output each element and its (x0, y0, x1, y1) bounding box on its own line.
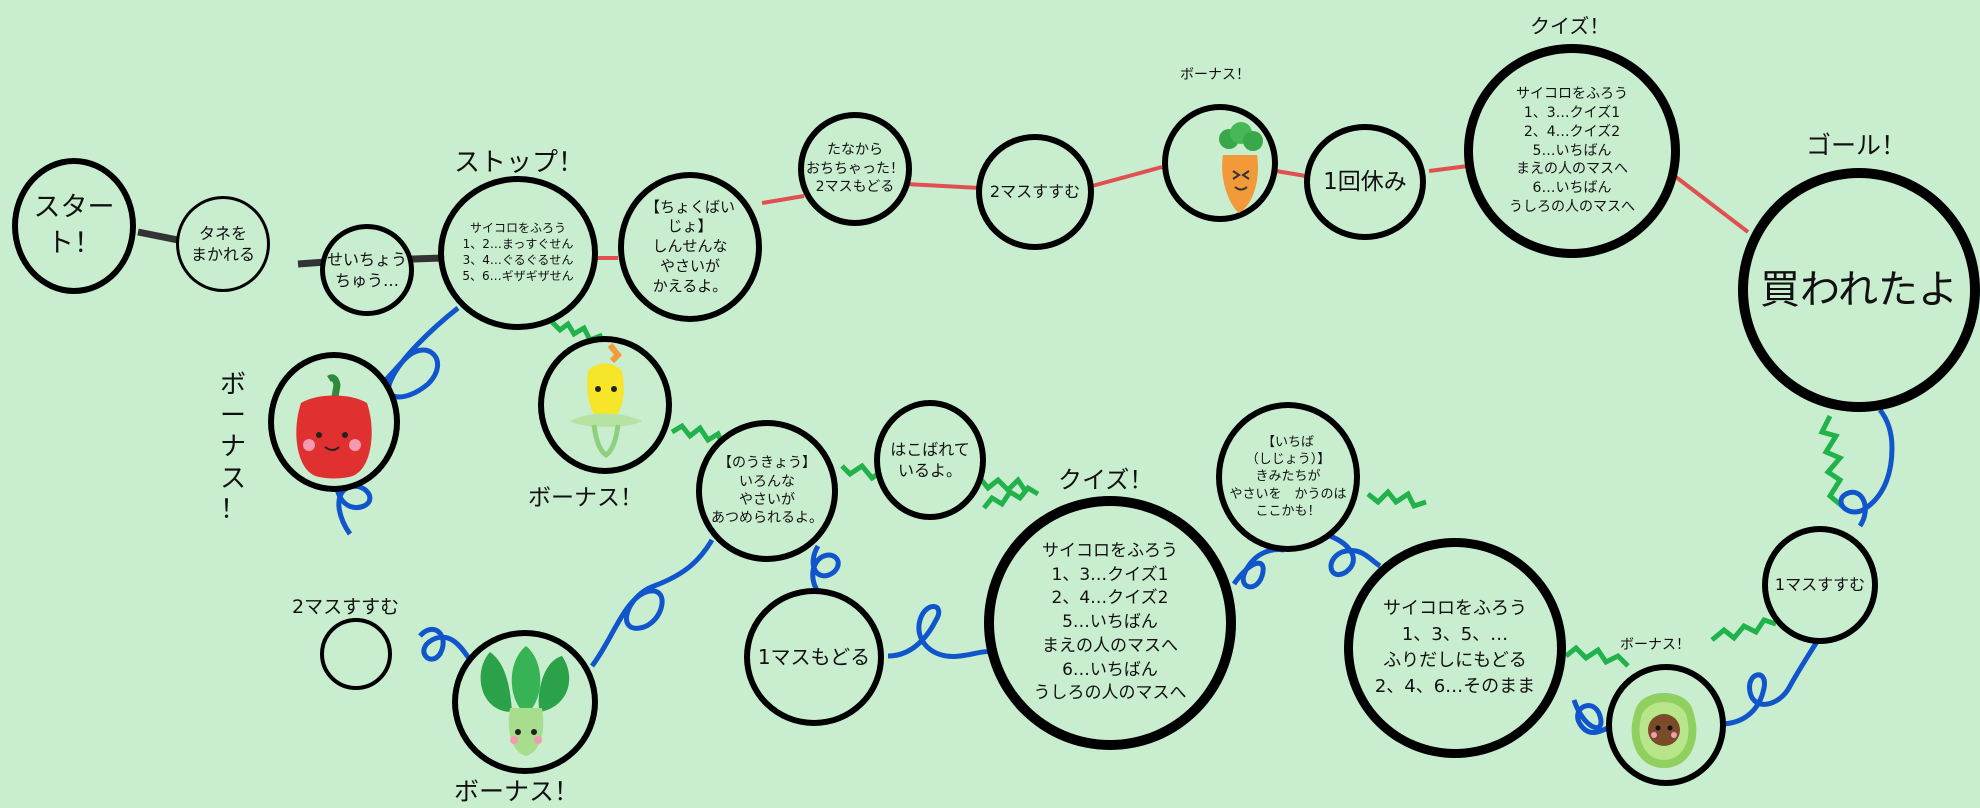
stop-text: サイコロをふろう 1、2…まっすぐせん 3、4…ぐるぐるせん 5、6…ギザギザせ… (462, 221, 574, 283)
advance-1-square: 1マスすすむ (1762, 526, 1878, 644)
fell-square: たなから おちちゃった！ 2マスもどる (798, 112, 912, 226)
rest-text: 1回休み (1323, 168, 1407, 195)
bonus-carrot-square (1162, 104, 1278, 222)
market-text: 【いちば （しじょう）】 きみたちが やさいを かうのは ここかも！ (1229, 435, 1347, 519)
bonus-avocado-label: ボーナス！ (1620, 637, 1690, 653)
carried-text: はこばれて いるよ。 (890, 439, 970, 480)
start-square: スタート！ (12, 158, 136, 294)
quiz1-square: サイコロをふろう 1、3…クイズ1 2、4…クイズ2 5…いちばん まえの人のマ… (1464, 44, 1680, 258)
market-square: 【いちば （しじょう）】 きみたちが やさいを かうのは ここかも！ (1216, 402, 1360, 552)
spinach-icon (480, 646, 570, 756)
goal-label: ゴール！ (1806, 131, 1907, 160)
goal-square: 買われたよ (1738, 168, 1980, 412)
dice-square: サイコロをふろう 1、3、5、… ふりだしにもどる 2、4、6…そのまま (1344, 538, 1566, 758)
nokyo-square: 【のうきょう】 いろんな やさいが あつめられるよ。 (696, 420, 838, 562)
advance-2-side-square (320, 618, 392, 690)
goal-text: 買われたよ (1760, 266, 1958, 313)
quiz2-text: サイコロをふろう 1、3…クイズ1 2、4…クイズ2 5…いちばん まえの人のマ… (1033, 540, 1187, 704)
bonus-spinach-square (452, 630, 598, 774)
bonus-carrot-label: ボーナス！ (1180, 67, 1250, 83)
quiz2-square: サイコロをふろう 1、3…クイズ1 2、4…クイズ2 5…いちばん まえの人のマ… (984, 496, 1236, 750)
carried-square: はこばれて いるよ。 (874, 400, 986, 520)
nokyo-text: 【のうきょう】 いろんな やさいが あつめられるよ。 (711, 455, 823, 527)
bonus-avocado-square (1606, 664, 1726, 786)
quiz2-label: クイズ！ (1058, 466, 1154, 494)
dice-text: サイコロをふろう 1、3、5、… ふりだしにもどる 2、4、6…そのまま (1374, 597, 1536, 698)
advance-2-square: 2マスすすむ (976, 134, 1094, 250)
stop-square: サイコロをふろう 1、2…まっすぐせん 3、4…ぐるぐるせん 5、6…ギザギザせ… (438, 176, 598, 330)
bonus-pepper-label: ボーナス ！ (219, 370, 246, 525)
back-1-text: 1マスもどる (757, 644, 871, 669)
pepper-icon (296, 374, 372, 479)
back-1-square: 1マスもどる (744, 588, 884, 726)
quiz1-label: クイズ！ (1530, 14, 1610, 38)
advance-2-side-label: 2マスすすむ (292, 596, 400, 618)
fell-text: たなから おちちゃった！ 2マスもどる (806, 142, 904, 196)
bonus-corn-label: ボーナス！ (528, 485, 643, 511)
bonus-corn-square (538, 336, 672, 474)
avocado-icon (1631, 693, 1697, 768)
direct-sales-square: 【ちょくばい じょ】 しんせんな やさいが かえるよ。 (618, 172, 762, 322)
bonus-spinach-label: ボーナス！ (454, 777, 580, 806)
advance-1-text: 1マスすすむ (1774, 575, 1866, 595)
carrot-icon (1219, 122, 1263, 213)
growing-text: せいちょう ちゅう… (326, 249, 407, 290)
advance-2-text: 2マスすすむ (989, 182, 1081, 202)
stop-label: ストップ！ (454, 148, 585, 178)
growing-square: せいちょう ちゅう… (320, 224, 414, 316)
quiz1-text: サイコロをふろう 1、3…クイズ1 2、4…クイズ2 5…いちばん まえの人のマ… (1509, 85, 1635, 216)
direct-sales-text: 【ちょくばい じょ】 しんせんな やさいが かえるよ。 (644, 197, 735, 295)
seed-square: タネを まかれる (176, 196, 270, 292)
start-text: スタート！ (33, 192, 115, 259)
rest-square: 1回休み (1304, 124, 1426, 240)
corn-icon (570, 343, 642, 459)
seed-text: タネを まかれる (190, 223, 255, 264)
bonus-pepper-square (268, 352, 400, 492)
